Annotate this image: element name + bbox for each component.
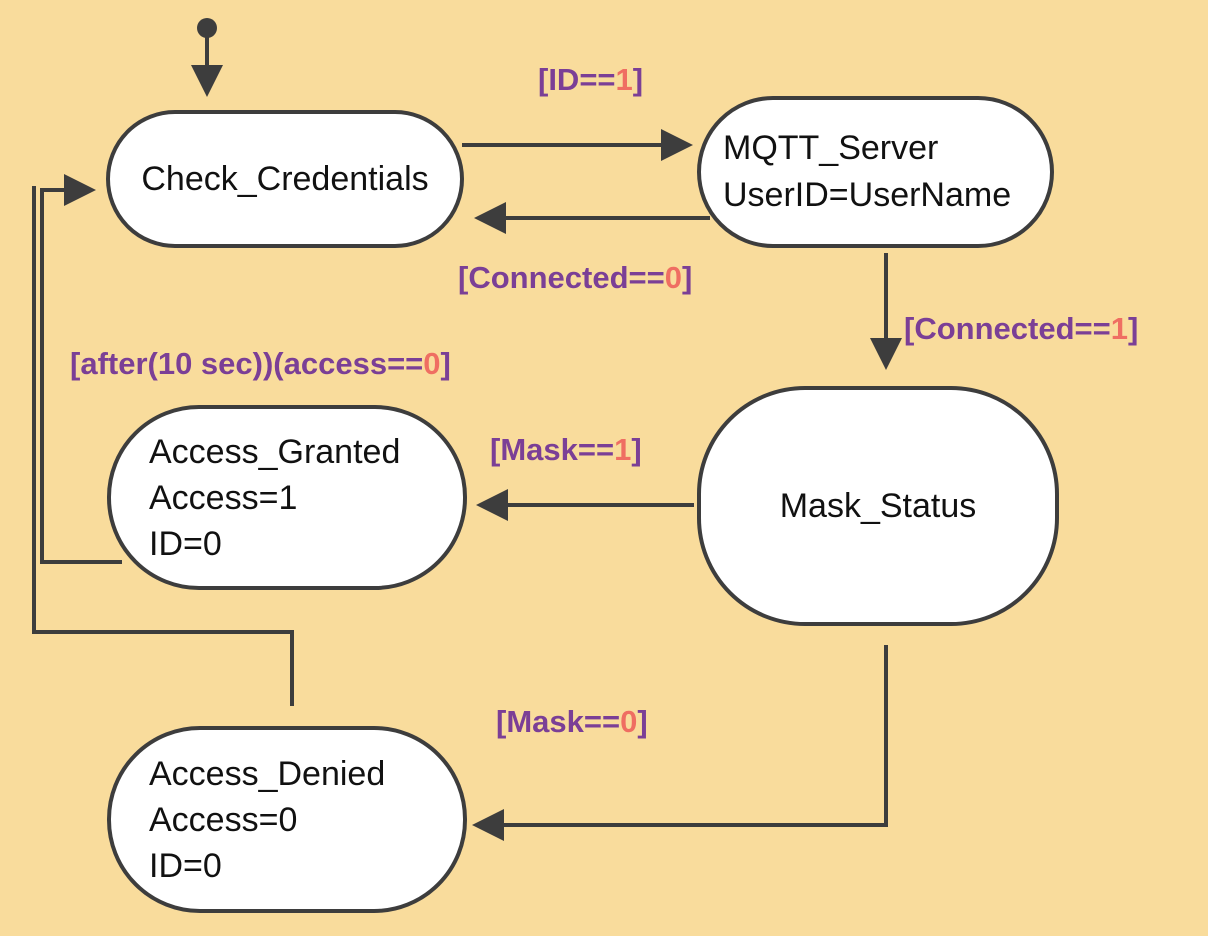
- state-title: Access_Denied: [149, 754, 386, 793]
- guard-after-timeout: [after(10 sec))(access==0]: [70, 346, 451, 382]
- guard-suffix: ]: [440, 346, 451, 381]
- arrow-denied-to-check: [32, 186, 294, 706]
- guard-prefix: [Mask==: [490, 432, 615, 467]
- state-action: UserID=UserName: [723, 176, 1012, 214]
- arrow-granted-to-check: [40, 174, 122, 564]
- guard-suffix: ]: [632, 62, 644, 97]
- state-title: Mask_Status: [779, 486, 977, 525]
- state-title: MQTT_Server: [723, 129, 939, 167]
- guard-id-eq-1: [ID==1]: [538, 62, 643, 98]
- state-check-credentials: Check_Credentials: [106, 110, 464, 248]
- state-action: Access=0: [149, 800, 298, 839]
- guard-suffix: ]: [637, 704, 648, 739]
- guard-prefix: [Mask==: [496, 704, 621, 739]
- guard-connected-eq-1: [Connected==1]: [904, 311, 1138, 347]
- state-action: ID=0: [149, 524, 222, 563]
- guard-value: 1: [614, 432, 632, 467]
- guard-suffix: ]: [631, 432, 642, 467]
- initial-state-dot: [197, 18, 217, 38]
- state-title: Access_Granted: [149, 432, 401, 471]
- guard-suffix: ]: [681, 260, 693, 295]
- guard-value: 0: [620, 704, 638, 739]
- guard-connected-eq-0: [Connected==0]: [458, 260, 692, 296]
- guard-value: 0: [423, 346, 441, 381]
- state-mask-status: Mask_Status: [697, 386, 1059, 626]
- arrow-mask-status-to-denied: [472, 645, 888, 841]
- guard-prefix: [Connected==: [458, 260, 665, 295]
- guard-mask-eq-1: [Mask==1]: [490, 432, 642, 468]
- guard-value: 0: [664, 260, 682, 295]
- state-title: Check_Credentials: [141, 159, 429, 198]
- guard-mask-eq-0: [Mask==0]: [496, 704, 648, 740]
- state-mqtt-server: MQTT_Server UserID=UserName: [697, 96, 1054, 248]
- guard-value: 1: [1110, 311, 1128, 346]
- state-action: Access=1: [149, 478, 298, 517]
- state-action: ID=0: [149, 846, 222, 885]
- guard-value: 1: [615, 62, 633, 97]
- guard-prefix: [after(10 sec))(access==: [70, 346, 424, 381]
- guard-prefix: [ID==: [538, 62, 616, 97]
- guard-suffix: ]: [1127, 311, 1139, 346]
- guard-prefix: [Connected==: [904, 311, 1111, 346]
- state-access-denied: Access_Denied Access=0 ID=0: [107, 726, 467, 913]
- state-access-granted: Access_Granted Access=1 ID=0: [107, 405, 467, 590]
